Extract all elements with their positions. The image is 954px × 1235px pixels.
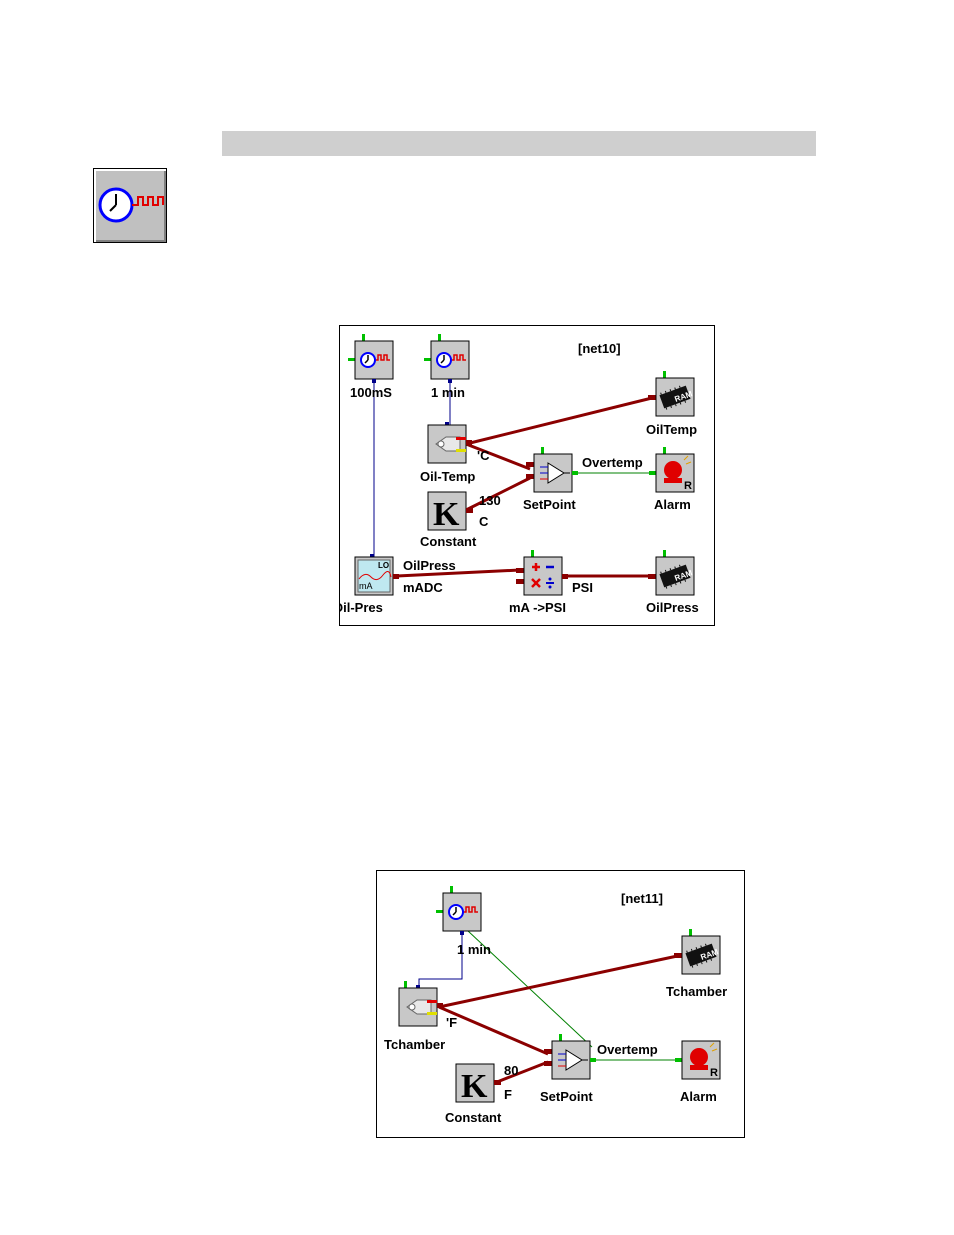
constant-unit: C — [479, 514, 489, 529]
constant-label: Constant — [420, 534, 477, 549]
setpoint-label: SetPoint — [540, 1089, 593, 1104]
net11-diagram: [net11] 1 min 'F Tchamber RAM Tchamber — [376, 870, 745, 1138]
adc-block-oilpres[interactable]: LO mA — [354, 554, 399, 596]
clock-block-100ms[interactable] — [348, 334, 394, 383]
clock-block-1min[interactable] — [424, 334, 470, 383]
madc-label: mADC — [403, 580, 443, 595]
wire-tchamber-to-ram — [438, 953, 683, 1009]
wire-oilpres-to-math — [396, 568, 521, 578]
k-glyph: K — [461, 1068, 488, 1105]
alarm-label: Alarm — [680, 1089, 717, 1104]
wire-constant-to-setpoint — [496, 1060, 549, 1084]
adc-ma-text: mA — [359, 581, 373, 591]
ram-tchamber-label: Tchamber — [666, 984, 727, 999]
setpoint-block[interactable] — [526, 447, 578, 493]
ram-oiltemp-label: OilTemp — [646, 422, 697, 437]
clock1-label: 100mS — [350, 385, 392, 400]
overtemp-label: Overtemp — [582, 455, 643, 470]
adc-lo-text: LO — [378, 561, 389, 570]
wire-constant-to-setpoint — [465, 476, 531, 512]
net10-title: [net10] — [578, 341, 621, 356]
k-glyph: K — [433, 496, 460, 533]
ram-block-oiltemp[interactable]: RAM — [648, 371, 695, 417]
alarm-block[interactable]: R — [649, 447, 695, 493]
clock2-label: 1 min — [431, 385, 465, 400]
oilpress-wire-label: OilPress — [403, 558, 456, 573]
wire-clock-to-setpoint-enable — [451, 915, 593, 1048]
clock-block-1min[interactable] — [436, 886, 482, 935]
wire-oiltemp-to-setpoint — [465, 442, 531, 471]
alarm-block[interactable]: R — [675, 1040, 721, 1080]
oilpres-label: Oil-Pres — [340, 600, 383, 615]
setpoint-label: SetPoint — [523, 497, 576, 512]
setpoint-block[interactable] — [544, 1034, 596, 1080]
math-block[interactable] — [516, 550, 568, 597]
alarm-label: Alarm — [654, 497, 691, 512]
constant-unit: F — [504, 1087, 512, 1102]
constant-value: 130 — [479, 493, 501, 508]
ram-oilpress-label: OilPress — [646, 600, 699, 615]
probe-block-tchamber[interactable] — [398, 981, 443, 1027]
net10-diagram: [net10] 100mS 1 min RAM OilTemp — [339, 325, 715, 626]
net11-title: [net11] — [621, 891, 663, 906]
wire-oiltemp-to-ram — [465, 395, 657, 446]
tchamber-label: Tchamber — [384, 1037, 445, 1052]
probe-unit: 'C — [477, 448, 490, 463]
probe-unit: 'F — [446, 1015, 457, 1030]
alarm-r-text: R — [684, 480, 692, 492]
clock-label: 1 min — [457, 942, 491, 957]
wire-clock-to-tchamber — [418, 935, 463, 986]
constant-label: Constant — [445, 1110, 502, 1125]
overtemp-label: Overtemp — [597, 1042, 658, 1057]
math-label: mA ->PSI — [509, 600, 566, 615]
ram-block-oilpress[interactable]: RAM — [648, 550, 695, 596]
constant-value: 80 — [504, 1063, 518, 1078]
wire-tchamber-to-setpoint — [438, 1005, 549, 1056]
clock-pulse-icon[interactable] — [93, 168, 167, 243]
section-title-bar — [222, 131, 816, 156]
constant-block[interactable]: K — [455, 1063, 501, 1105]
probe-block-oiltemp[interactable] — [427, 422, 472, 464]
oiltemp-label: Oil-Temp — [420, 469, 475, 484]
ram-block-tchamber[interactable]: RAM — [674, 929, 721, 975]
constant-block[interactable]: K — [427, 491, 473, 533]
alarm-r-text: R — [710, 1067, 718, 1079]
psi-label: PSI — [572, 580, 593, 595]
